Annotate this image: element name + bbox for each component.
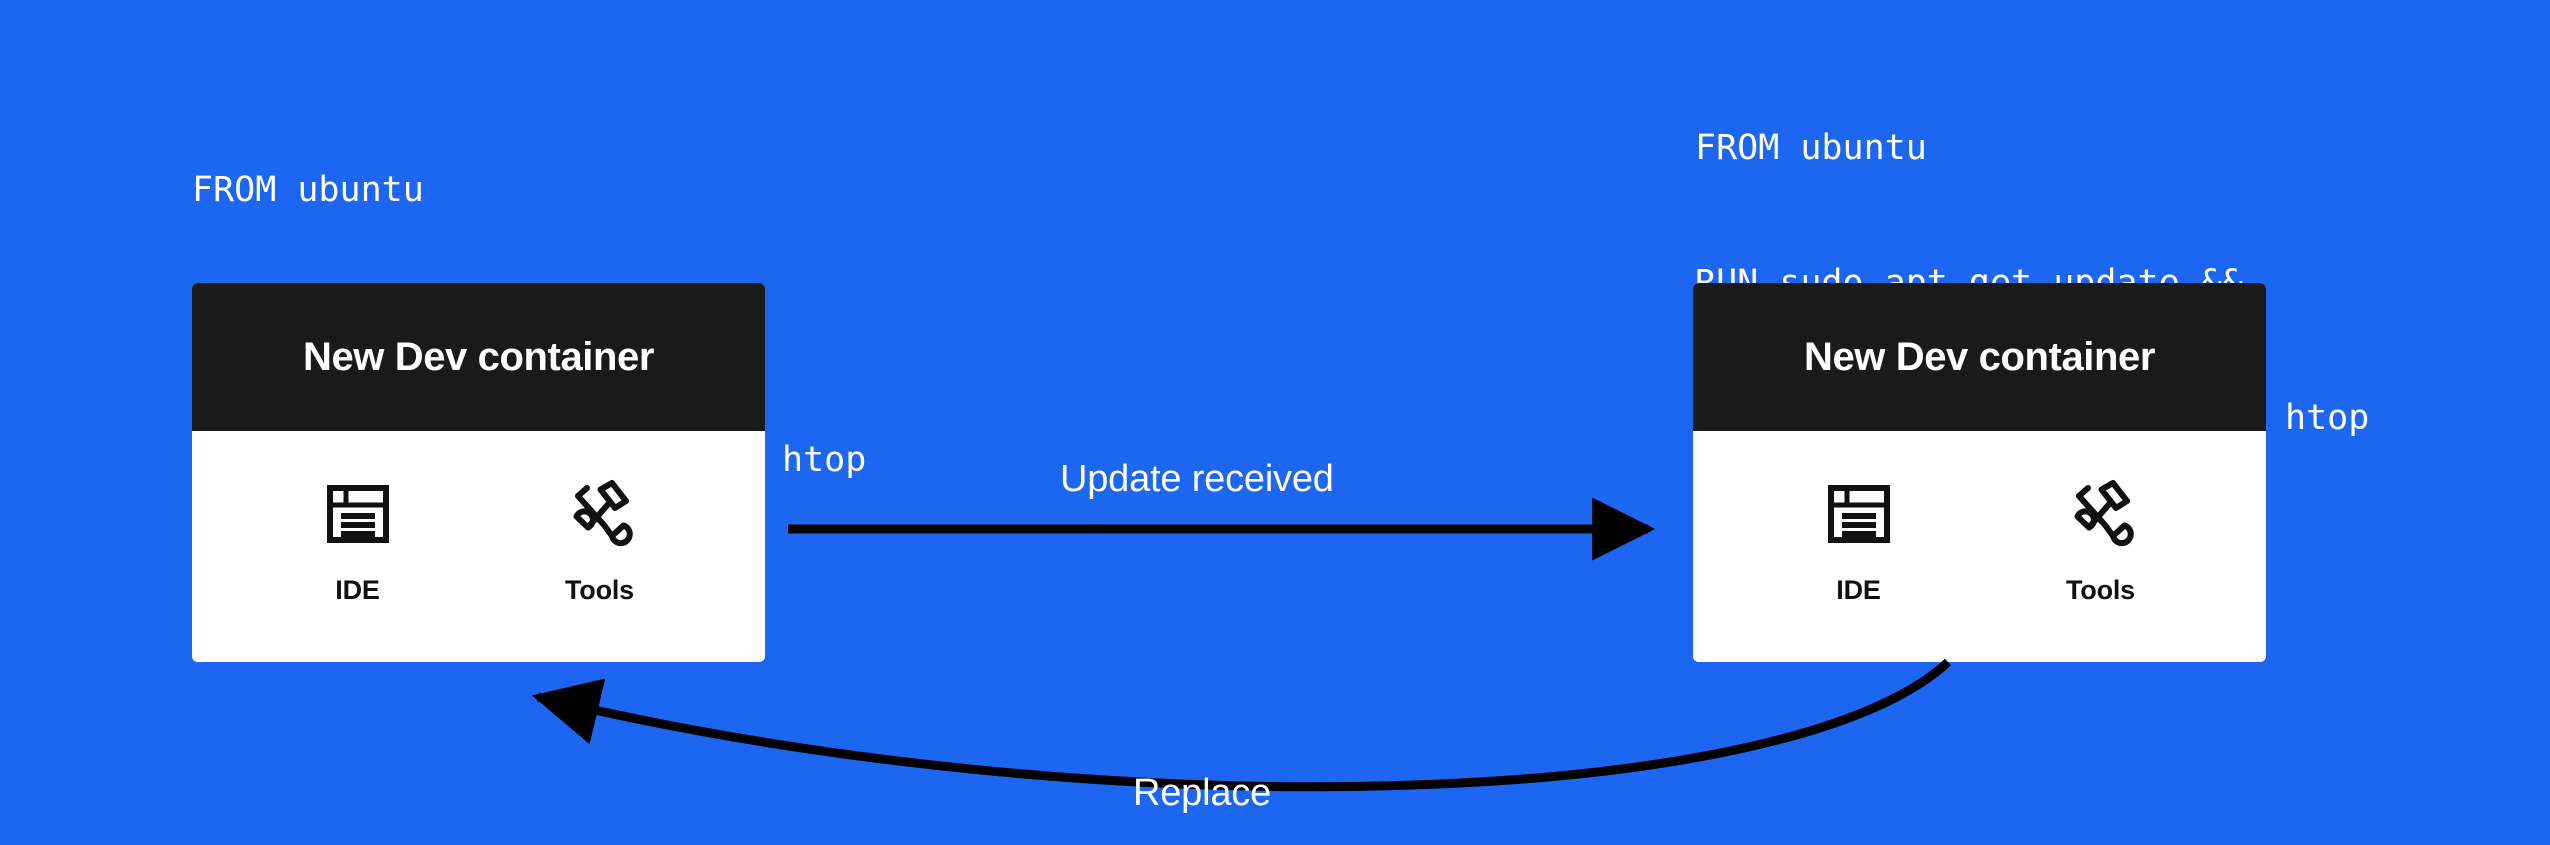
tools-hammer-wrench-icon: [565, 473, 635, 555]
tile-label: Tools: [565, 575, 634, 605]
tile-ide[interactable]: IDE: [1789, 473, 1929, 606]
card-body: IDE Tools: [1693, 431, 2266, 662]
code-line: FROM ubuntu: [1695, 128, 1927, 168]
tile-tools[interactable]: Tools: [530, 473, 670, 606]
tile-label: IDE: [335, 575, 380, 605]
tools-hammer-wrench-icon: [2066, 473, 2136, 555]
tile-ide[interactable]: IDE: [288, 473, 428, 606]
tile-label: Tools: [2066, 575, 2135, 605]
code-line: FROM ubuntu: [192, 170, 424, 210]
ide-window-icon: [326, 473, 389, 555]
card-title: New Dev container: [302, 334, 655, 379]
card-header: New Dev container: [192, 283, 765, 431]
tile-label: IDE: [1836, 575, 1881, 605]
return-arrow-label: Replace: [1133, 772, 1272, 814]
dev-container-card-after[interactable]: New Dev container IDE: [1693, 283, 2266, 662]
ide-window-icon: [1827, 473, 1890, 555]
return-arrow: [531, 658, 1952, 792]
card-header: New Dev container: [1693, 283, 2266, 431]
forward-arrow-label: Update received: [1060, 458, 1334, 500]
dev-container-card-before[interactable]: New Dev container IDE: [192, 283, 765, 662]
card-title: New Dev container: [1803, 334, 2156, 379]
card-body: IDE To: [192, 431, 765, 662]
tile-tools[interactable]: Tools: [2031, 473, 2171, 606]
